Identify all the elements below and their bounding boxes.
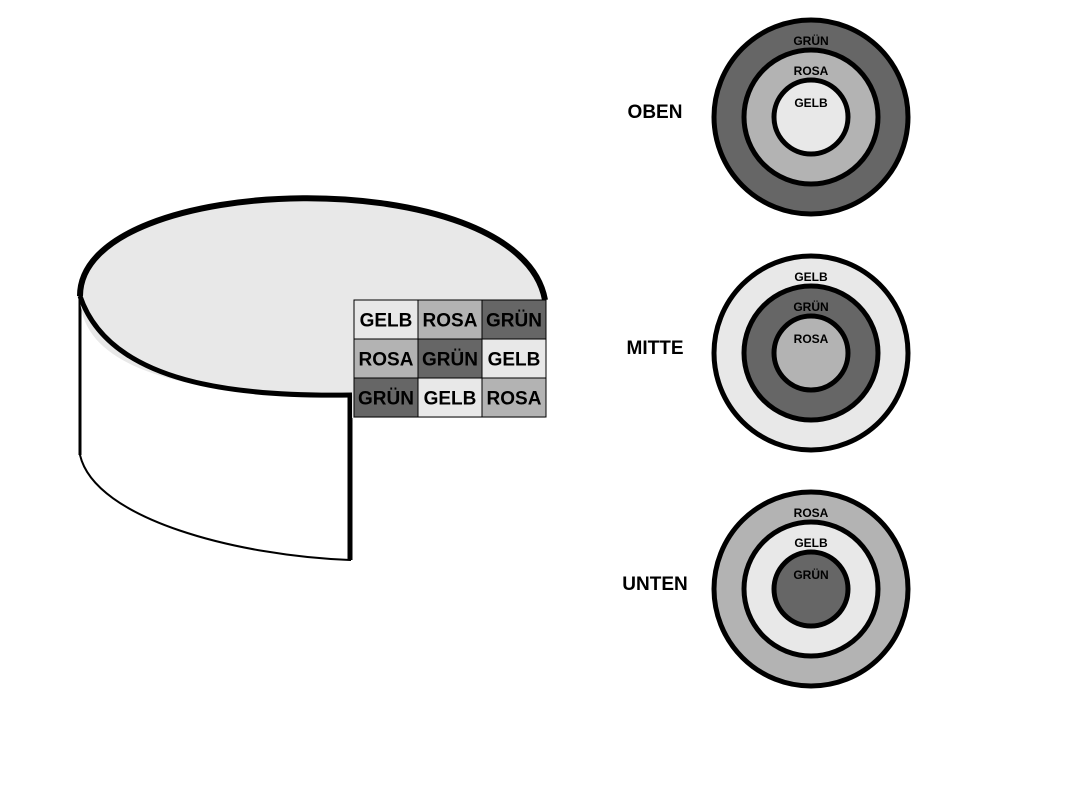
ring-label: GELB (794, 536, 828, 550)
cake-cross-section-grid: GELB ROSA GRÜN ROSA GRÜN GELB GRÜN GELB ROSA (353, 299, 547, 418)
ring (771, 77, 851, 157)
grid-cell-label: ROSA (423, 311, 478, 332)
cake: GELB ROSA GRÜN ROSA GRÜN GELB GRÜN GELB ROSA (77, 195, 548, 562)
ring (771, 313, 851, 393)
grid-cell-label: GRÜN (358, 389, 414, 410)
grid-cell (417, 299, 483, 340)
grid-cell (353, 377, 419, 418)
grid-cell-label: ROSA (359, 350, 414, 371)
layer-oben: GRÜN ROSA GELB OBEN (628, 17, 911, 217)
layer-title: UNTEN (622, 574, 687, 595)
grid-cell-label: GELB (488, 350, 541, 371)
ring-label: GELB (794, 270, 828, 284)
ring-label: GRÜN (793, 567, 828, 582)
ring-label: ROSA (794, 506, 829, 520)
ring-label: ROSA (794, 332, 829, 346)
grid-cell (417, 338, 483, 379)
ring-label: GRÜN (793, 299, 828, 314)
ring-label: GELB (794, 96, 828, 110)
cake-top-outline (77, 195, 548, 301)
cake-top-front-rim (77, 295, 353, 398)
layer-views: GRÜNROSAGELBOBENGELBGRÜNROSAMITTEROSAGEL… (622, 17, 911, 689)
grid-cell (481, 377, 547, 418)
ring-label: GRÜN (793, 33, 828, 48)
grid-cell-label: GELB (360, 311, 413, 332)
grid-cell (417, 377, 483, 418)
grid-cell (481, 299, 547, 340)
layer-unten: ROSA GELB GRÜN UNTEN (622, 489, 911, 689)
grid-cell-label: ROSA (487, 389, 542, 410)
ring (771, 549, 851, 629)
layer-title: OBEN (628, 102, 683, 123)
grid-cell-label: GRÜN (486, 311, 542, 332)
layer-title: MITTE (627, 338, 684, 359)
grid-cell-label: GRÜN (422, 350, 478, 371)
grid-cell-label: GELB (424, 389, 477, 410)
ring-label: ROSA (794, 64, 829, 78)
layer-mitte: GELB GRÜN ROSA MITTE (627, 253, 911, 453)
